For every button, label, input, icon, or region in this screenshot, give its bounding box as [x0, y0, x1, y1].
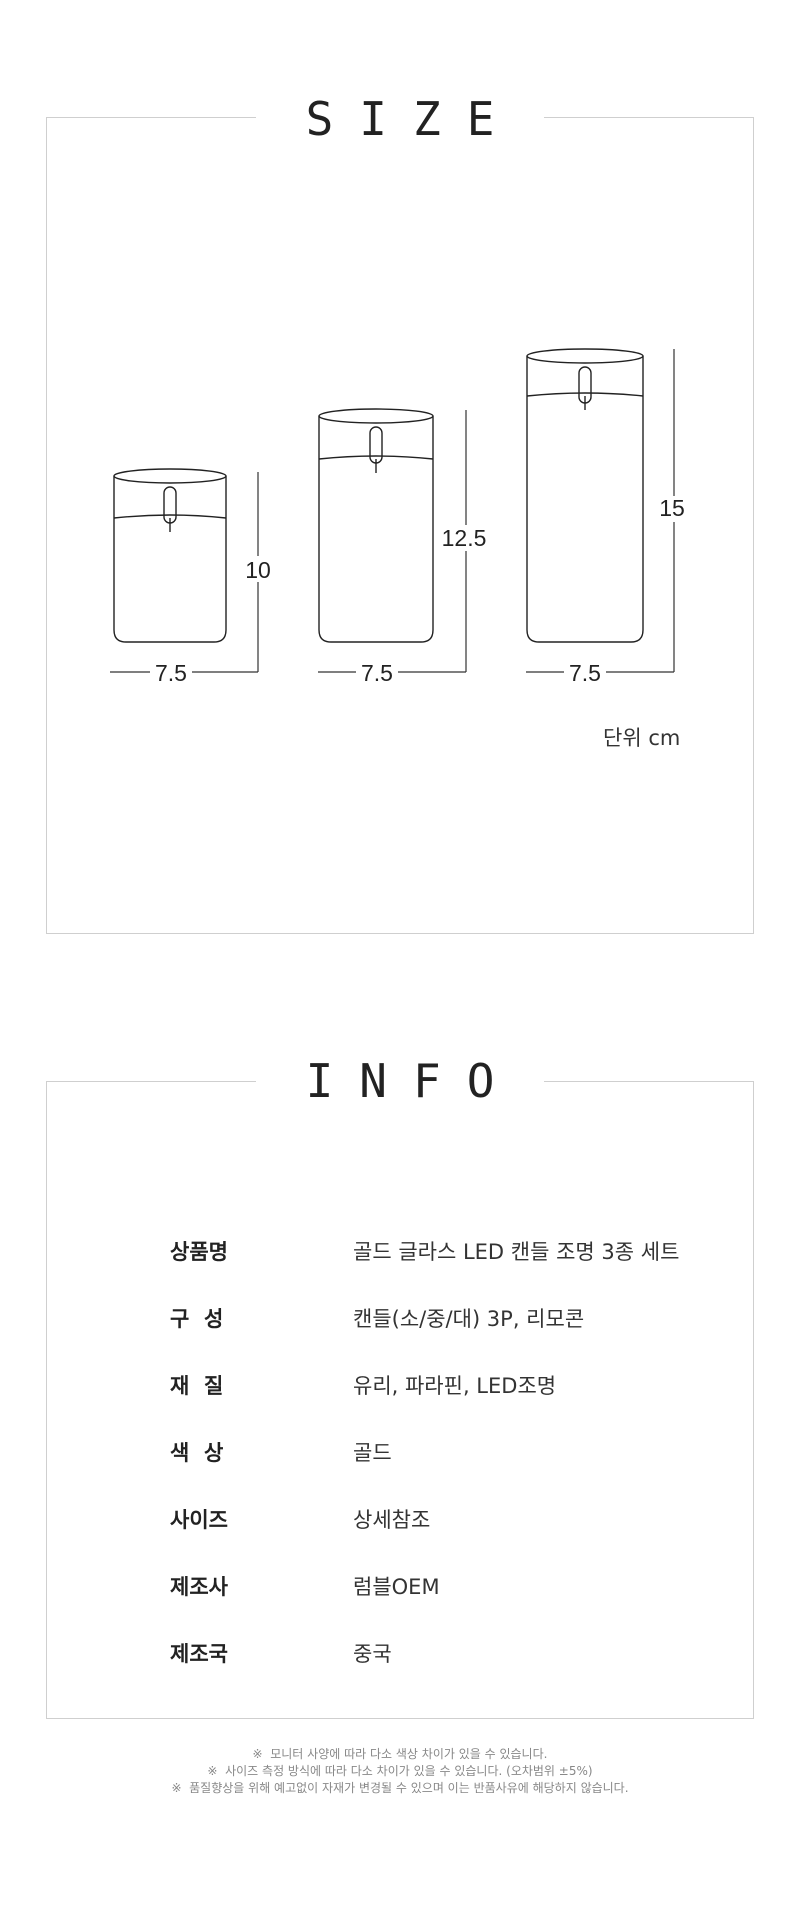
info-row-manufacturer: 제조사 럼블OEM	[0, 1571, 800, 1603]
candle-medium	[318, 408, 434, 643]
info-label: 제조사	[170, 1575, 228, 1599]
height-label-medium: 12.5	[442, 525, 487, 551]
candle-small	[113, 468, 227, 643]
height-label-small: 10	[245, 557, 271, 583]
unit-label: 단위 cm	[603, 726, 681, 750]
disclaimer-notes: ※ 모니터 사양에 따라 다소 색상 차이가 있을 수 있습니다. ※ 사이즈 …	[0, 1746, 800, 1797]
info-row-size: 사이즈 상세참조	[0, 1504, 800, 1536]
note-line: ※ 사이즈 측정 방식에 따라 다소 차이가 있을 수 있습니다. (오차범위 …	[207, 1764, 593, 1778]
info-value: 골드 글라스 LED 캔들 조명 3종 세트	[353, 1240, 680, 1264]
info-row-product-name: 상품명 골드 글라스 LED 캔들 조명 3종 세트	[0, 1236, 800, 1268]
info-row-material: 재 질 유리, 파라핀, LED조명	[0, 1370, 800, 1402]
info-label: 색 상	[170, 1441, 224, 1465]
note-line: ※ 모니터 사양에 따라 다소 색상 차이가 있을 수 있습니다.	[252, 1747, 548, 1761]
width-label-small: 7.5	[155, 660, 187, 686]
width-label-medium: 7.5	[361, 660, 393, 686]
info-value: 럼블OEM	[353, 1575, 440, 1599]
info-value: 상세참조	[353, 1508, 431, 1532]
size-heading: SIZE	[0, 92, 800, 146]
width-label-large: 7.5	[569, 660, 601, 686]
info-label: 사이즈	[170, 1508, 228, 1532]
info-row-country: 제조국 중국	[0, 1638, 800, 1670]
info-label: 상품명	[170, 1240, 228, 1264]
note-line: ※ 품질향상을 위해 예고없이 자재가 변경될 수 있으며 이는 반품사유에 해…	[171, 1781, 629, 1795]
info-row-color: 색 상 골드	[0, 1437, 800, 1469]
info-label: 재 질	[170, 1374, 224, 1398]
info-value: 유리, 파라핀, LED조명	[353, 1374, 557, 1398]
info-row-composition: 구 성 캔들(소/중/대) 3P, 리모콘	[0, 1303, 800, 1335]
info-value: 중국	[353, 1642, 392, 1666]
info-label: 제조국	[170, 1642, 228, 1666]
candle-large	[526, 348, 644, 643]
info-value: 캔들(소/중/대) 3P, 리모콘	[353, 1307, 585, 1331]
info-heading: INFO	[0, 1054, 800, 1108]
info-label: 구 성	[170, 1307, 224, 1331]
height-label-large: 15	[659, 495, 685, 521]
info-value: 골드	[353, 1441, 392, 1465]
candle-size-diagram: 10 12.5 15 7.5 7.5 7.5	[110, 348, 688, 686]
